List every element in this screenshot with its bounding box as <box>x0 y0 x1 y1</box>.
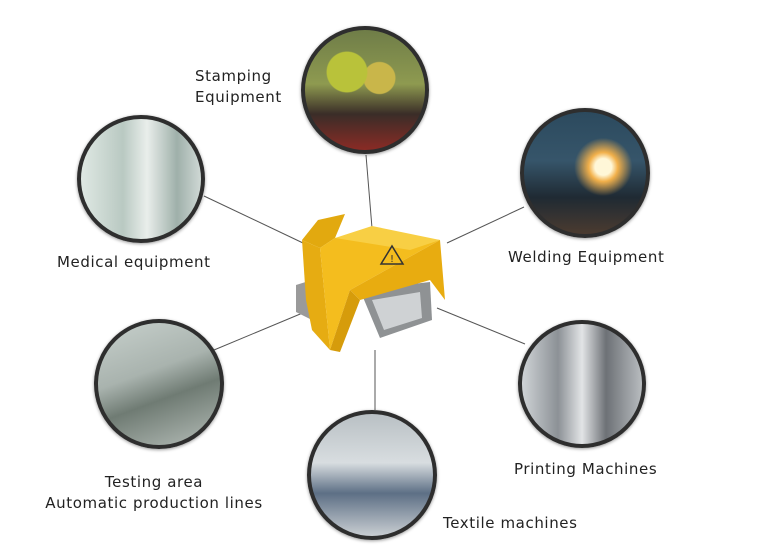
medical-label: Medical equipment <box>57 253 211 271</box>
printing-label: Printing Machines <box>514 460 658 478</box>
textile-machines-photo <box>307 410 437 540</box>
textile-label: Textile machines <box>443 514 578 532</box>
line-medical <box>203 195 304 244</box>
line-testing <box>213 311 306 351</box>
line-welding <box>446 206 525 244</box>
line-stamping <box>365 154 373 229</box>
welding-label: Welding Equipment <box>508 248 665 266</box>
production-line-photo <box>94 319 224 449</box>
printing-machines-photo <box>518 320 646 448</box>
stamping-label: Stamping Equipment <box>195 66 282 108</box>
medical-equipment-photo <box>77 115 205 243</box>
stamping-equipment-photo <box>301 26 429 154</box>
stamping-label-line2: Equipment <box>195 88 282 106</box>
testing-label-line2: Automatic production lines <box>45 494 263 512</box>
welding-equipment-photo <box>520 108 650 238</box>
testing-label-line1: Testing area <box>104 473 204 491</box>
testing-label: Testing area Automatic production lines <box>38 472 270 514</box>
stamping-label-line1: Stamping <box>195 67 272 85</box>
foot-pedal-illustration: ! <box>296 214 445 352</box>
line-printing <box>436 307 526 345</box>
svg-text:!: ! <box>390 254 394 265</box>
